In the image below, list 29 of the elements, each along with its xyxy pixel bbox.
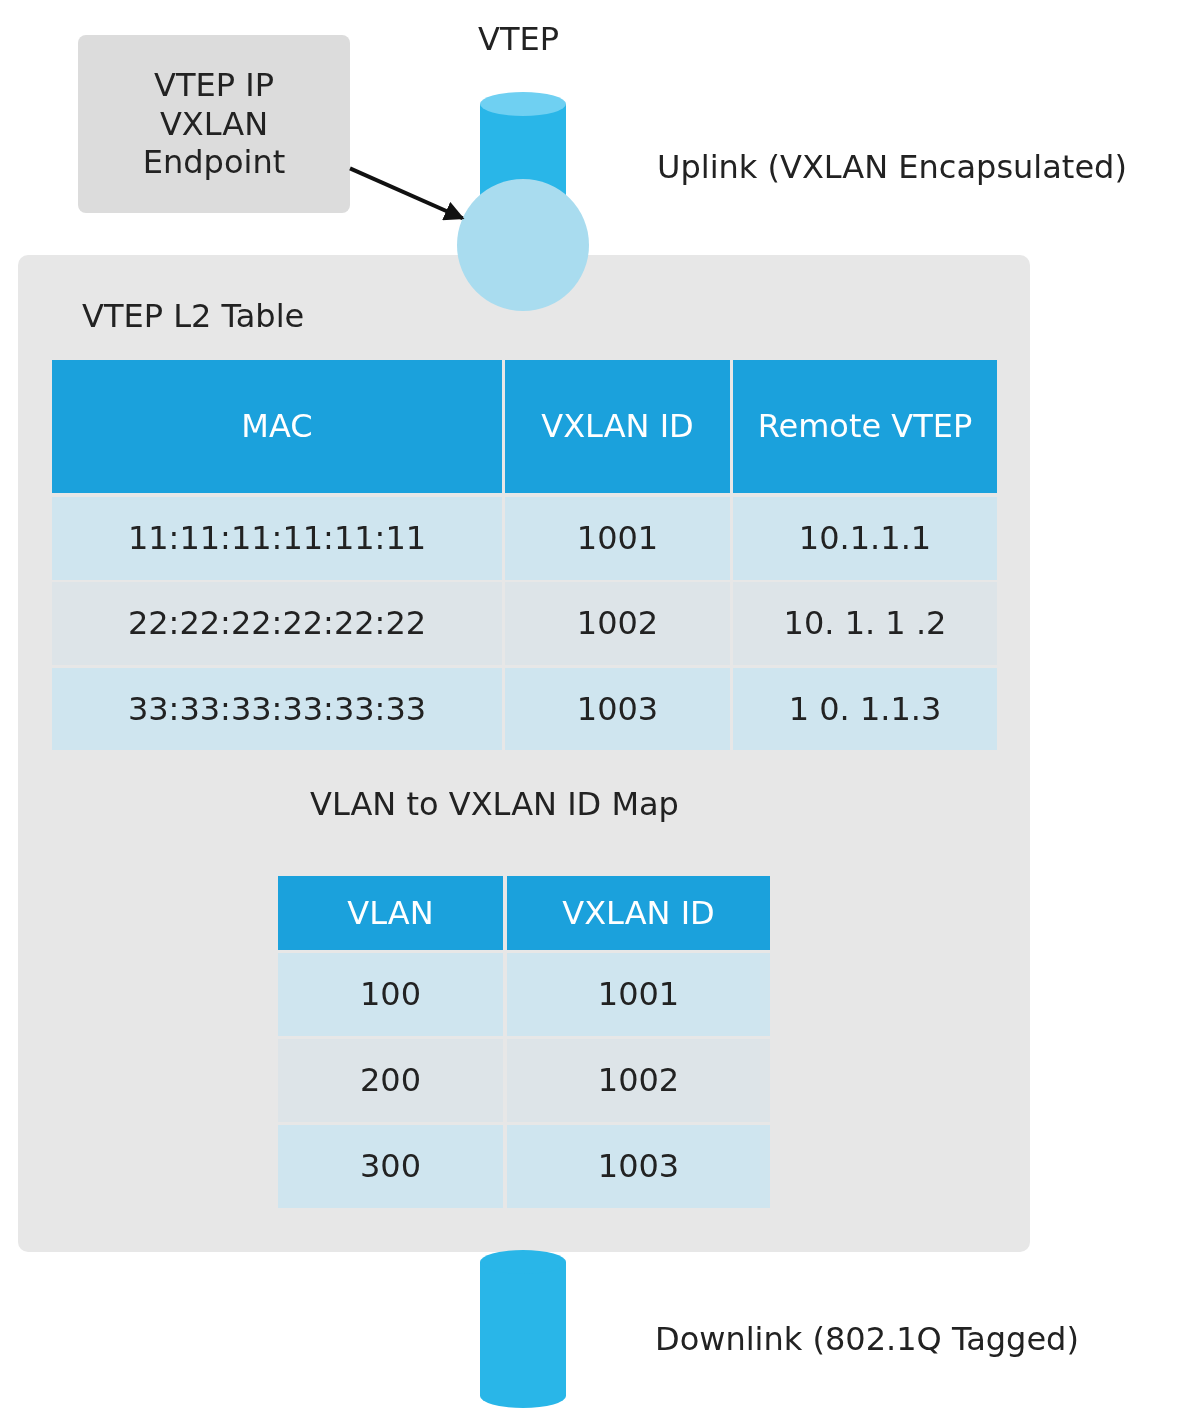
table-cell: 100 [278, 953, 503, 1036]
column-header: VXLAN ID [507, 876, 770, 950]
callout-box [78, 35, 350, 213]
table-cell: 1001 [507, 953, 770, 1036]
column-header: MAC [52, 360, 502, 493]
table-cell: 1001 [505, 497, 730, 580]
table-cell: 1003 [507, 1125, 770, 1208]
table-cell: 300 [278, 1125, 503, 1208]
table-panel [18, 255, 1030, 1252]
table-cell: 1002 [507, 1039, 770, 1122]
box-text: VTEP IP VXLAN Endpoint [141, 66, 287, 182]
table-cell: 22:22:22:22:22:22 [52, 582, 502, 665]
table-cell: 1002 [505, 582, 730, 665]
table-cell: 200 [278, 1039, 503, 1122]
device-label: VTEP [478, 20, 559, 59]
column-header: VLAN [278, 876, 503, 950]
column-header: VXLAN ID [505, 360, 730, 493]
table-cell: 10. 1. 1 .2 [733, 582, 997, 665]
table-cell: 10.1.1.1 [733, 497, 997, 580]
link-label: Uplink (VXLAN Encapsulated) [657, 148, 1127, 187]
link-label: Downlink (802.1Q Tagged) [655, 1320, 1079, 1359]
arrow [349, 166, 465, 221]
column-header: Remote VTEP [733, 360, 997, 493]
table-cell: 33:33:33:33:33:33 [52, 668, 502, 750]
table-title: VLAN to VXLAN ID Map [310, 785, 679, 824]
table-cell: 1 0. 1.1.3 [733, 668, 997, 750]
table-cell: 11:11:11:11:11:11 [52, 497, 502, 580]
table-cell: 1003 [505, 668, 730, 750]
table-title: VTEP L2 Table [82, 297, 305, 336]
